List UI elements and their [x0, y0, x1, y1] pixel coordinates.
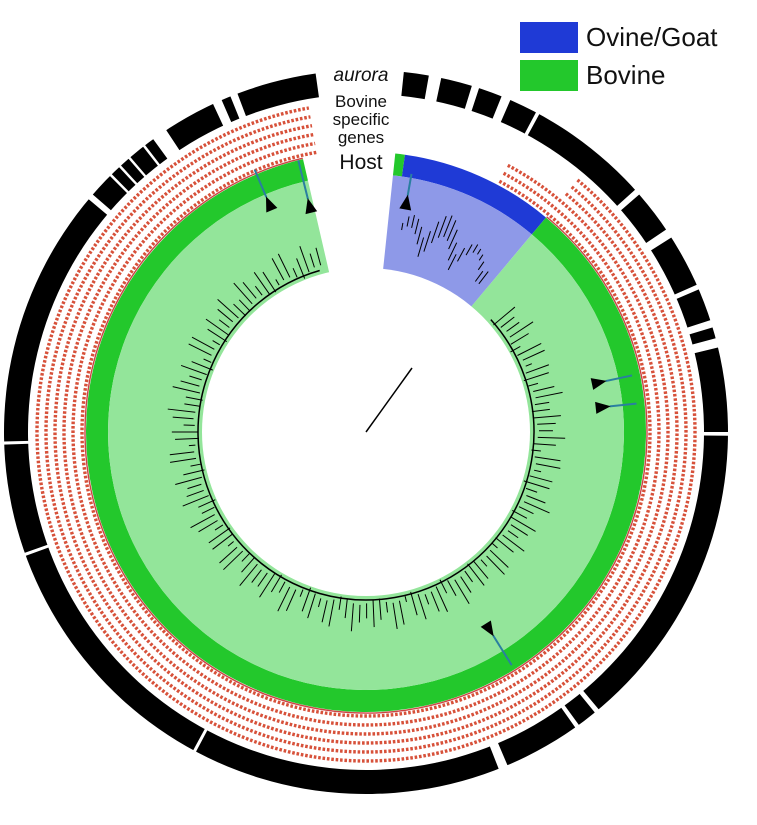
aurora-gap-9	[703, 432, 729, 436]
bovine-swatch	[520, 60, 578, 91]
legend-label-ovine-goat: Ovine/Goat	[586, 22, 718, 53]
bovine-genes-label-line3: genes	[326, 129, 396, 146]
tree-branch	[189, 445, 196, 446]
bovine-genes-label-line1: Bovine	[326, 93, 396, 110]
legend-item-ovine-goat: Ovine/Goat	[520, 22, 718, 53]
bovine-genes-label-line2: specific	[326, 111, 396, 128]
ovine-goat-swatch	[520, 22, 578, 53]
legend-item-bovine: Bovine	[520, 60, 666, 91]
host-ring-label: Host	[326, 152, 396, 174]
tree-branch	[359, 605, 360, 623]
legend-label-bovine: Bovine	[586, 60, 666, 91]
aurora-ring-label: aurora	[326, 67, 396, 84]
